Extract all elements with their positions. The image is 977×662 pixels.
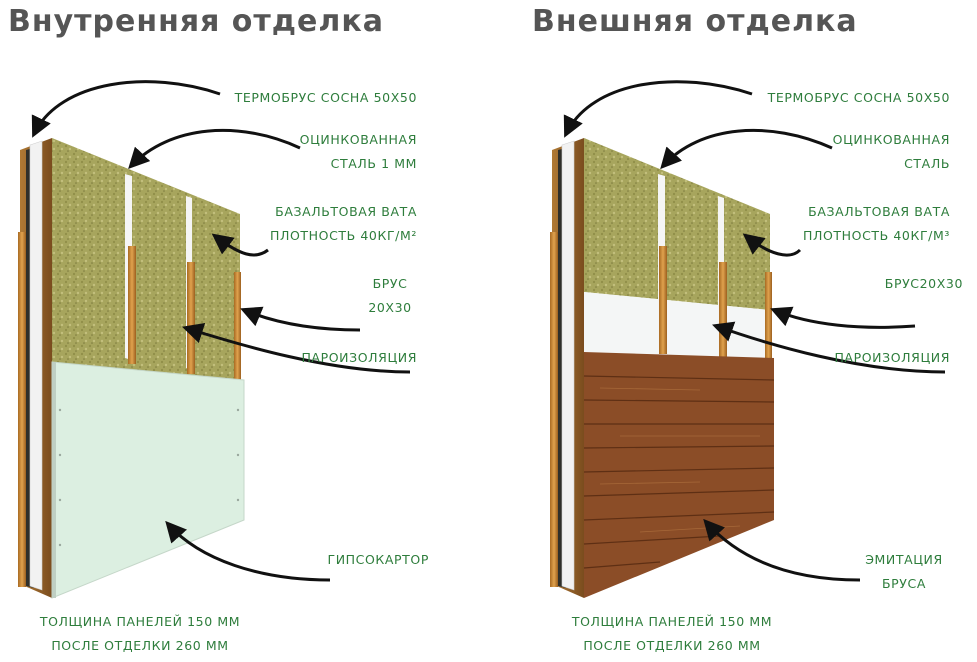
exterior-wall-drawing [550,138,775,598]
label-drywall: ГИПСОКАРТОР [327,552,429,567]
basalt-wool-layer [52,138,240,380]
label-timber: ТЕРМОБРУС СОСНА 50Х50 [234,90,417,105]
label-vapor-barrier: ПАРОИЗОЛЯЦИЯ [834,350,950,365]
drywall-board [51,361,245,599]
label-panel-thickness: ТОЛЩИНА ПАНЕЛЕЙ 150 ММ ПОСЛЕ ОТДЕЛКИ 260… [571,614,773,653]
label-galvanized-steel: ОЦИНКОВАННАЯ СТАЛЬ [832,132,950,171]
imitation-timber-siding [584,352,774,598]
exterior-title: Внешняя отделка [532,4,858,39]
callout-arrows-left [31,80,411,582]
galvanized-steel-strip [561,140,575,591]
interior-wall-drawing [18,138,245,599]
interior-title: Внутренняя отделка [8,4,384,39]
basalt-wool-layer [584,138,770,310]
label-panel-thickness: ТОЛЩИНА ПАНЕЛЕЙ 150 ММ ПОСЛЕ ОТДЕЛКИ 260… [39,614,241,653]
label-timber: ТЕРМОБРУС СОСНА 50Х50 [767,90,950,105]
batten [550,232,558,587]
label-basalt-wool: БАЗАЛЬТОВАЯ ВАТА ПЛОТНОСТЬ 40КГ/М² [269,204,417,243]
galvanized-steel-strip [29,140,43,591]
label-timber-imitation: ЭМИТАЦИЯ БРУСА [865,552,943,591]
batten [18,232,26,587]
callout-arrows-right [563,80,946,582]
label-galvanized-steel: ОЦИНКОВАННАЯ СТАЛЬ 1 ММ [299,132,417,171]
label-batten: БРУС20Х30 [884,276,963,291]
label-basalt-wool: БАЗАЛЬТОВАЯ ВАТА ПЛОТНОСТЬ 40КГ/М³ [802,204,950,243]
label-vapor-barrier: ПАРОИЗОЛЯЦИЯ [301,350,417,365]
label-batten: БРУС 20Х30 [368,276,412,315]
